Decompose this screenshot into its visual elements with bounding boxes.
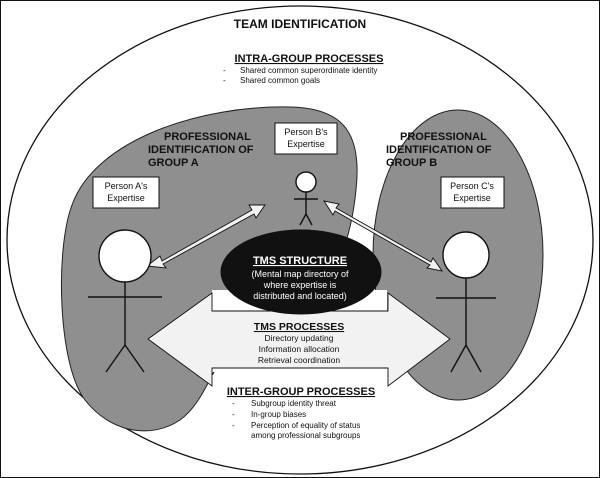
intra-group-bullet-1: - [223, 66, 226, 75]
tms-processes-double-arrow [147, 292, 451, 387]
group-a-label-1: PROFESSIONAL [164, 131, 251, 143]
intra-group-item-2: Shared common goals [240, 76, 320, 85]
person-c-label-2: Expertise [453, 193, 491, 203]
inter-group-item-1: Subgroup identity threat [251, 399, 337, 408]
group-a-label-2: IDENTIFICATION OF [148, 144, 254, 156]
team-identification-title: TEAM IDENTIFICATION [234, 17, 366, 31]
tms-structure-ellipse [220, 229, 382, 315]
tms-structure-desc-1: (Mental map directory of [251, 269, 349, 279]
intra-group-bullet-2: - [223, 76, 226, 85]
intra-group-item-1: Shared common superordinate identity [240, 66, 377, 75]
person-a-label-2: Expertise [107, 193, 145, 203]
tms-processes-item-3: Retrieval coordination [258, 355, 340, 365]
group-a-label-3: GROUP A [148, 157, 199, 169]
tms-structure-title: TMS STRUCTURE [253, 255, 347, 267]
arrow-b-to-c [323, 200, 444, 272]
tms-structure-desc-3: distributed and located) [253, 291, 347, 301]
person-c-label-1: Person C's [450, 181, 494, 191]
inter-group-item-3: Perception of equality of status [251, 421, 360, 430]
tms-structure-desc-2: where expertise is [263, 280, 337, 290]
inter-group-item-2: In-group biases [251, 410, 306, 419]
inter-group-panel [212, 375, 396, 441]
person-a-label-1: Person A's [105, 181, 148, 191]
person-b-figure [294, 171, 318, 226]
person-b-label-2: Expertise [287, 139, 325, 149]
inter-group-bullet-3: - [232, 421, 235, 430]
group-b-label-2: IDENTIFICATION OF [386, 144, 492, 156]
person-b-expertise-box [274, 122, 338, 155]
group-b-label-1: PROFESSIONAL [400, 131, 487, 143]
inter-group-title: INTER-GROUP PROCESSES [227, 386, 375, 398]
person-c-figure [436, 231, 496, 373]
tms-processes-item-1: Directory updating [265, 333, 334, 343]
person-b-label-1: Person B's [284, 127, 328, 137]
person-a-expertise-box [92, 176, 160, 209]
intra-group-title: INTRA-GROUP PROCESSES [235, 53, 384, 65]
inter-group-bullet-2: - [232, 410, 235, 419]
tms-processes-item-2: Information allocation [259, 344, 340, 354]
arrow-a-to-b [145, 204, 266, 269]
inter-group-bullet-1: - [232, 399, 235, 408]
inter-group-item-4: among professional subgroups [251, 431, 360, 440]
person-c-expertise-box [440, 176, 505, 209]
person-a-figure [88, 229, 162, 373]
group-b-label-3: GROUP B [386, 157, 437, 169]
tms-processes-title: TMS PROCESSES [254, 321, 344, 333]
